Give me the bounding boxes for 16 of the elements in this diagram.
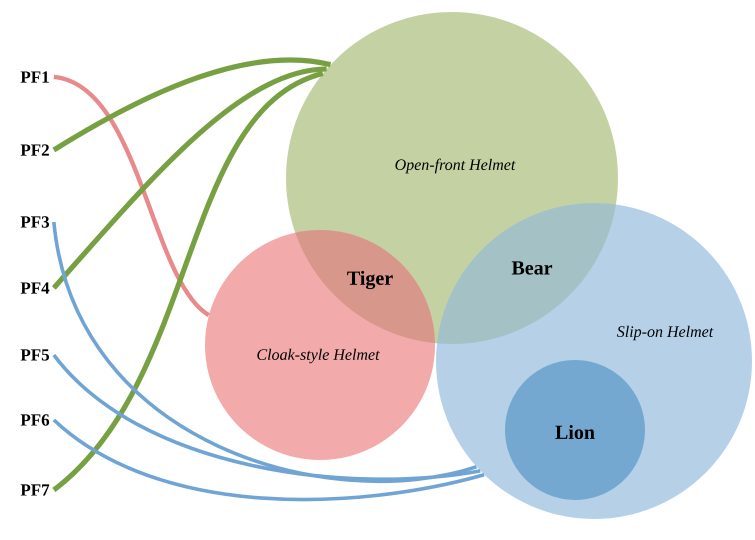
factor-label: PF3	[20, 216, 50, 228]
connector-band	[52, 66, 327, 290]
factor-label: PF6	[20, 414, 50, 426]
overlap-label: Bear	[512, 261, 552, 275]
connector-band	[52, 222, 477, 483]
connector-band	[53, 74, 210, 317]
connector-band	[52, 57, 331, 152]
factor-label: PF4	[20, 282, 50, 294]
overlap-label: Tiger	[347, 270, 393, 290]
factor-label: PF2	[20, 144, 49, 156]
connector-band	[52, 71, 324, 492]
factor-label: PF1	[20, 71, 49, 83]
connector-band	[52, 354, 480, 481]
factor-label: PF7	[20, 484, 50, 496]
connector-band	[52, 418, 485, 502]
factor-label: PF5	[20, 349, 50, 361]
